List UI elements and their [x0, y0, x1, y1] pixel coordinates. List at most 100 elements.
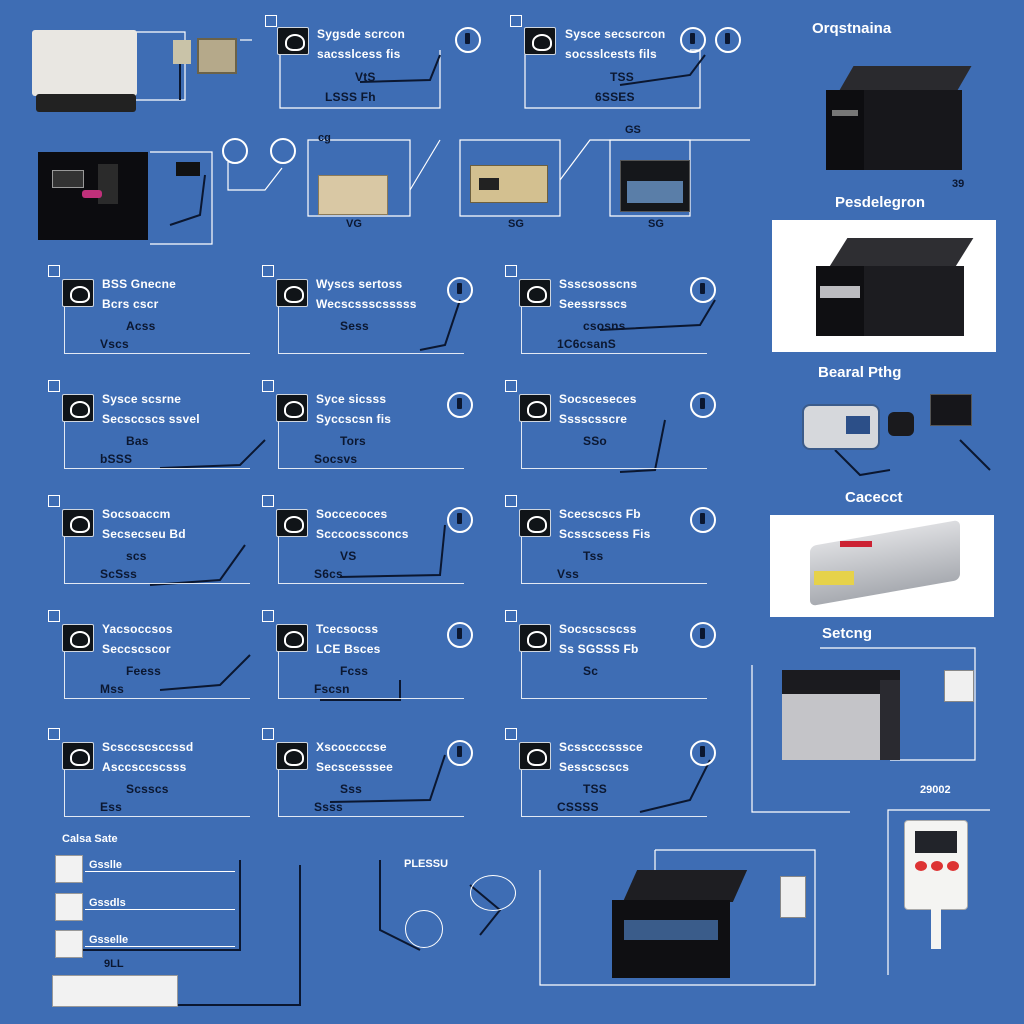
chip-icon	[276, 279, 308, 307]
chip-icon	[276, 742, 308, 770]
heading-bottom-small: 9LL	[104, 958, 124, 970]
control-panel-device	[904, 820, 968, 949]
inline-connector	[176, 162, 200, 176]
cell-line-3: Sc	[583, 664, 599, 678]
plug-icon	[447, 507, 473, 533]
cell-line-2: sacsslcess fis	[317, 47, 401, 61]
chip-icon	[276, 624, 308, 652]
cell-line-4: CSSSS	[557, 800, 599, 814]
corner-bracket	[48, 265, 60, 277]
chip-icon	[519, 742, 551, 770]
junction-circle	[470, 875, 516, 911]
plug-icon	[690, 740, 716, 766]
cable-label: Gsslle	[89, 859, 123, 871]
corner-bracket	[505, 495, 517, 507]
cell-line-4: Mss	[100, 682, 124, 696]
cell-frame	[278, 293, 464, 354]
cell-line-4: 6SSES	[595, 90, 635, 104]
cell-line-1: Ssscsosscns	[559, 277, 638, 291]
heading-top-right: Orqstnaina	[812, 20, 892, 37]
cell-line-4: bSSS	[100, 452, 133, 466]
cell-line-2: Bcrs cscr	[102, 297, 159, 311]
cell-line-4: Ssss	[314, 800, 343, 814]
cell-line-3: Scsscs	[126, 782, 169, 796]
cell-line-2: Syccscsn fis	[316, 412, 392, 426]
cell-line-2: Ss SGSSS Fb	[559, 642, 639, 656]
heading-right-5: Setcng	[822, 625, 873, 642]
cell-line-1: Scsscccsssce	[559, 740, 643, 754]
connector-plug	[55, 893, 83, 921]
connector-plug	[55, 930, 83, 958]
cell-line-1: Sysce secscrcon	[565, 27, 666, 41]
plug-icon	[222, 138, 248, 164]
corner-bracket	[505, 728, 517, 740]
cell-line-4: Fscsn	[314, 682, 350, 696]
heading-right-2: Pesdelegron	[835, 194, 926, 211]
corner-bracket	[48, 728, 60, 740]
cell-line-2: Scsscscess Fis	[559, 527, 651, 541]
cell-frame	[278, 523, 464, 584]
cell-line-1: Socsoaccm	[102, 507, 171, 521]
chip-icon	[519, 279, 551, 307]
wall-socket	[944, 670, 974, 702]
corner-bracket	[262, 495, 274, 507]
relay-module	[470, 165, 548, 203]
cable-line	[85, 871, 235, 872]
corner-bracket	[48, 610, 60, 622]
plug-icon	[690, 507, 716, 533]
corner-bracket	[262, 610, 274, 622]
cell-line-2: LCE Bsces	[316, 642, 381, 656]
cell-line-3: Tors	[340, 434, 366, 448]
cell-line-1: BSS Gnecne	[102, 277, 177, 291]
plug-icon	[690, 392, 716, 418]
cell-line-3: SSo	[583, 434, 607, 448]
cell-line-3: csosns	[583, 319, 626, 333]
corner-bracket	[505, 380, 517, 392]
cell-line-1: Xscoccccse	[316, 740, 387, 754]
cell-line-3: VS	[340, 549, 357, 563]
product-photo-frame-2	[770, 515, 994, 617]
heading-right-6: 29002	[920, 784, 951, 796]
black-power-box	[826, 66, 972, 174]
connector-terminal	[173, 40, 191, 64]
cell-line-3: Fcss	[340, 664, 369, 678]
cell-line-3: Tss	[583, 549, 604, 563]
cell-line-3: Sess	[340, 319, 369, 333]
usb-adapter	[802, 404, 880, 450]
chip-icon	[519, 394, 551, 422]
circuit-module	[197, 38, 237, 74]
cell-line-4: Vscs	[100, 337, 129, 351]
power-supply-unit	[32, 30, 137, 112]
cell-line-3: TSS	[610, 70, 634, 84]
cell-line-2: Secsecseu Bd	[102, 527, 186, 541]
plug-connector	[888, 412, 914, 436]
cell-line-3: scs	[126, 549, 147, 563]
product-photo-frame	[772, 220, 996, 352]
cell-line-1: Scecscscs Fb	[559, 507, 641, 521]
cell-line-3: VtS	[355, 70, 376, 84]
heading-bottom-left: Calsa Sate	[62, 833, 118, 845]
corner-bracket	[48, 380, 60, 392]
cell-line-4: 1C6csanS	[557, 337, 616, 351]
cell-frame	[521, 293, 707, 354]
cell-line-3: Bas	[126, 434, 149, 448]
cell-frame	[64, 523, 250, 584]
cell-line-3: TSS	[583, 782, 607, 796]
beige-module	[318, 175, 388, 215]
serial-connector	[930, 394, 972, 426]
cell-frame	[64, 408, 250, 469]
cell-frame	[278, 408, 464, 469]
cell-frame	[278, 638, 464, 699]
cell-frame	[521, 408, 707, 469]
plug-icon	[447, 392, 473, 418]
plug-icon	[270, 138, 296, 164]
cell-frame	[64, 293, 250, 354]
heading-right-4: Cacecct	[845, 489, 903, 506]
corner-bracket	[505, 610, 517, 622]
dark-controller-panel	[38, 152, 148, 240]
cell-line-1: Wyscs sertoss	[316, 277, 403, 291]
cell-line-2: Sssscsscre	[559, 412, 628, 426]
cell-line-2: Wecscssscsssss	[316, 297, 417, 311]
